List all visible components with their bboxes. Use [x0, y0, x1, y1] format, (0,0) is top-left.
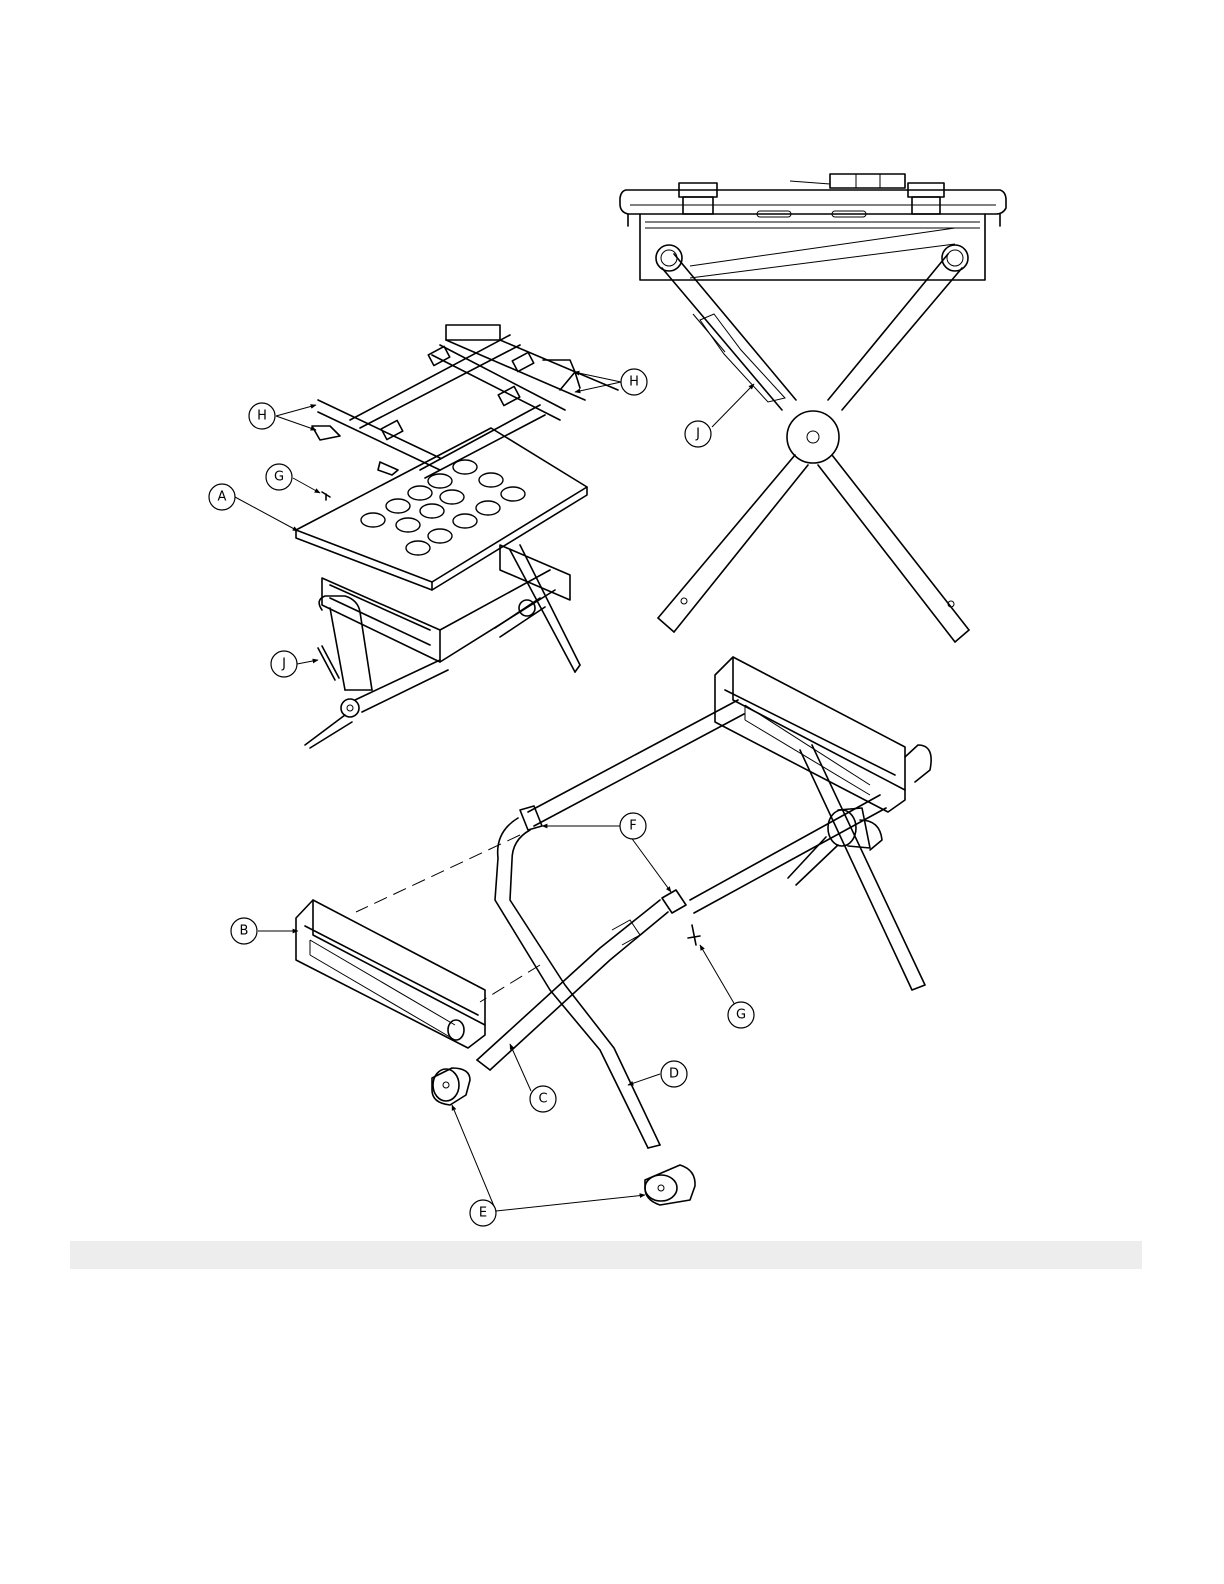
caption-band [70, 1241, 1142, 1269]
callout-g-bottom-label: G [736, 1008, 746, 1023]
exploded-top-assembly [296, 325, 618, 748]
callout-f: F [620, 813, 646, 839]
callout-a-label: A [218, 490, 227, 505]
callout-h-left-label: H [257, 409, 267, 424]
callout-c-label: C [538, 1092, 547, 1107]
callout-j-left-label: J [281, 657, 286, 672]
exploded-leg-assembly [296, 657, 931, 1205]
callout-b: B [231, 918, 257, 944]
callout-e: E [470, 1200, 496, 1226]
callout-c: C [530, 1086, 556, 1112]
callout-d: D [661, 1061, 687, 1087]
assembled-stand-front-view [620, 174, 1006, 642]
callout-j-right-label: J [695, 427, 700, 442]
callout-h-left: H [249, 403, 275, 429]
callout-f-label: F [629, 819, 636, 834]
callout-h-right-label: H [629, 375, 639, 390]
callout-g-bottom: G [728, 1002, 754, 1028]
callout-d-label: D [669, 1067, 679, 1082]
callout-h-right: H [621, 369, 647, 395]
callout-j-right: J [685, 421, 711, 447]
callout-e-label: E [479, 1206, 487, 1221]
callout-g-top-label: G [274, 470, 284, 485]
callout-a: A [209, 484, 235, 510]
callout-b-label: B [240, 924, 249, 939]
callout-g-top: G [266, 464, 292, 490]
callout-j-left: J [271, 651, 297, 677]
